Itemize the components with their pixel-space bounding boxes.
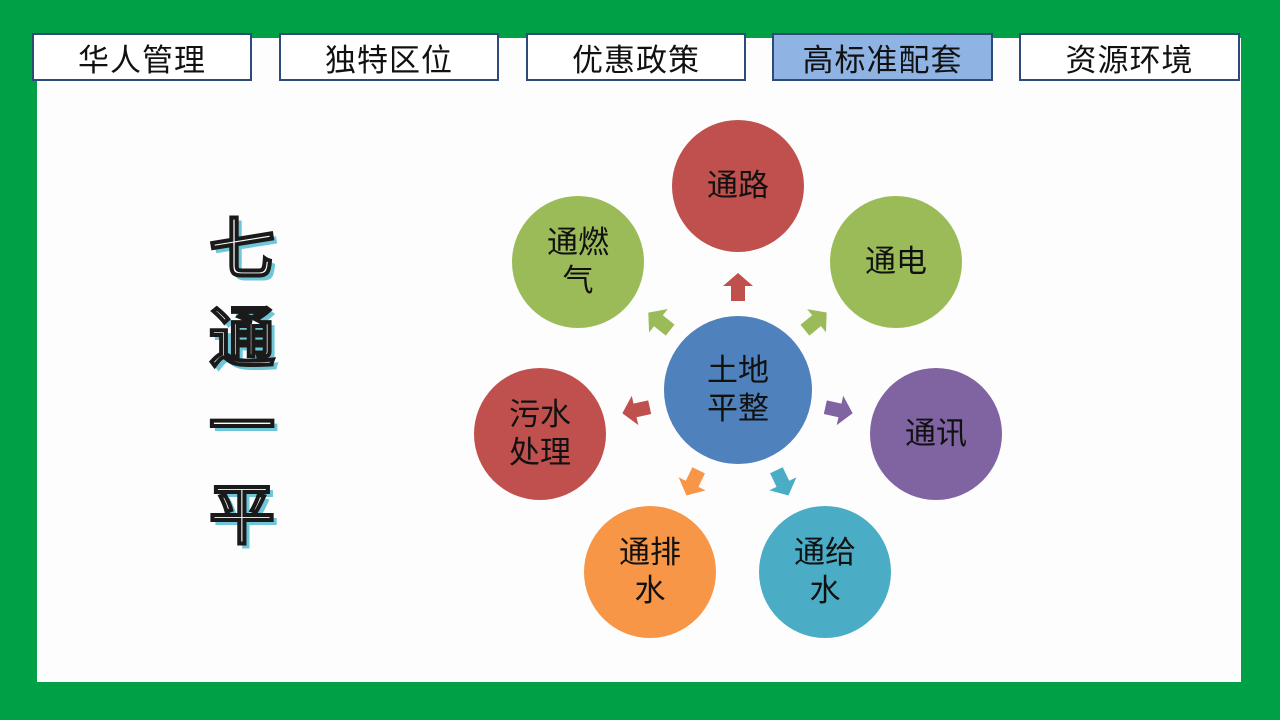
- node-circle-4: [584, 506, 716, 638]
- title-char-tong: 通: [208, 298, 276, 377]
- node-circle-0: [672, 120, 804, 252]
- title-char-yi: 一: [208, 387, 276, 466]
- arrow-icon-4: [678, 467, 706, 496]
- tab-du-te-qu-wei[interactable]: 独特区位: [279, 33, 499, 81]
- arrow-icon-5: [622, 395, 652, 426]
- vertical-title: 七 通 一 平: [205, 210, 279, 554]
- tab-hua-ren-guan-li[interactable]: 华人管理: [32, 33, 252, 81]
- arrow-icon-3: [769, 467, 797, 496]
- node-circle-3: [759, 506, 891, 638]
- arrow-icon-1: [800, 309, 827, 336]
- node-circle-6: [512, 196, 644, 328]
- center-node-circle: [664, 316, 812, 464]
- node-circle-5: [474, 368, 606, 500]
- tab-gao-biao-zhun-pei-tao[interactable]: 高标准配套: [772, 33, 993, 81]
- arrow-icon-0: [723, 273, 753, 301]
- arrow-icon-2: [823, 395, 853, 426]
- node-circle-2: [870, 368, 1002, 500]
- title-char-ping: 平: [208, 475, 276, 554]
- tab-you-hui-zheng-ce[interactable]: 优惠政策: [526, 33, 746, 81]
- arrow-icon-6: [648, 309, 675, 336]
- node-circle-1: [830, 196, 962, 328]
- title-char-qi: 七: [208, 210, 276, 288]
- tab-zi-yuan-huan-jing[interactable]: 资源环境: [1019, 33, 1240, 81]
